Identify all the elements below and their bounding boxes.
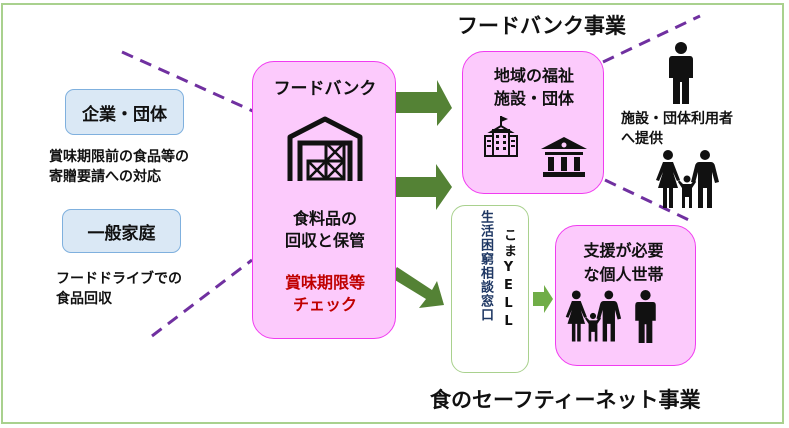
arrow-to-consultation-window — [390, 267, 444, 308]
expiry-check-label: 賞味期限等 チェック — [284, 273, 365, 314]
school-building-icon — [484, 116, 518, 157]
welfare-facilities-heading: 地域の福祉 施設・団体 — [493, 66, 574, 108]
consultation-window-box: 生活困窮相談窓口 こまYELL — [451, 205, 529, 373]
food-bank-activity: 食料品の 回収と保管 — [284, 209, 365, 250]
food-bank-project-title: フードバンク事業 — [457, 14, 627, 38]
consultation-window-nickname: こまYELL — [501, 228, 516, 332]
facility-users-label: 施設・団体利用者 へ提供 — [621, 111, 733, 147]
food-bank-box: フードバンク 食料品の 回収と保管 賞味期限等 チェック — [252, 61, 396, 339]
person-icon — [669, 42, 693, 104]
family-icon — [656, 150, 719, 208]
source-box-households: 一般家庭 — [62, 209, 181, 253]
food-bank-heading: フードバンク — [273, 79, 377, 99]
households-heading: 支援が必要 な個人世帯 — [583, 241, 664, 284]
safety-net-project-title: 食のセーフティーネット事業 — [430, 388, 701, 412]
warehouse-icon — [287, 116, 363, 181]
arrow-to-welfare-facilities-2 — [394, 164, 452, 210]
diagram-frame — [1, 3, 784, 424]
dashed-line-top-right — [602, 14, 701, 64]
households-box: 支援が必要 な個人世帯 — [555, 225, 696, 366]
arrow-to-welfare-facilities — [396, 80, 452, 126]
consultation-window-name: 生活困窮相談窓口 — [478, 210, 493, 322]
welfare-facilities-box: 地域の福祉 施設・団体 — [462, 51, 604, 194]
arrow-to-households — [533, 285, 553, 313]
source-box-companies: 企業・団体 — [65, 89, 184, 135]
source-description-companies: 賞味期限前の食品等の 寄贈要請への対応 — [49, 149, 189, 185]
dashed-line-top-left — [121, 50, 256, 114]
family-icon — [565, 290, 622, 342]
source-description-households: フードドライブでの 食品回収 — [56, 271, 182, 307]
person-icon — [635, 290, 656, 343]
dashed-line-bottom-left — [151, 258, 253, 338]
institution-building-icon — [541, 137, 587, 177]
dashed-line-bottom-right — [604, 178, 694, 224]
